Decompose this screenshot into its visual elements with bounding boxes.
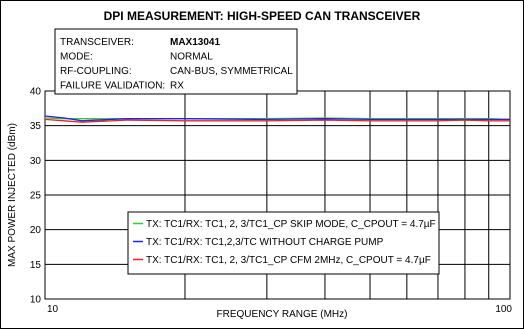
y-tick-label: 10	[30, 295, 42, 306]
x-axis-label: FREQUENCY RANGE (MHz)	[217, 309, 348, 320]
y-tick-label: 35	[30, 121, 42, 132]
x-tick-label: 10	[47, 304, 59, 315]
info-key: TRANSCEIVER:	[60, 37, 134, 48]
info-value: NORMAL	[170, 52, 213, 63]
x-tick-label: 100	[495, 304, 512, 315]
chart-title: DPI MEASUREMENT: HIGH-SPEED CAN TRANSCEI…	[104, 9, 421, 23]
info-value: RX	[170, 81, 184, 92]
legend-entry-2: TX: TC1/RX: TC1,2,3/TC WITHOUT CHARGE PU…	[146, 237, 384, 248]
x-tick-labels: 10 100	[47, 304, 512, 315]
y-tick-label: 15	[30, 260, 42, 271]
y-axis-label: MAX POWER INJECTED (dBm)	[7, 123, 18, 267]
y-tick-label: 30	[30, 156, 42, 167]
info-key: FAILURE VALIDATION:	[60, 81, 165, 92]
series-line-3	[44, 118, 510, 123]
legend-entry-1: TX: TC1/RX: TC1, 2, 3/TC1_CP SKIP MODE, …	[146, 219, 436, 230]
info-key: RF-COUPLING:	[60, 66, 132, 77]
series-line-1	[44, 117, 511, 121]
series-line-2	[44, 115, 510, 122]
info-value: CAN-BUS, SYMMETRICAL	[170, 66, 293, 77]
series-lines	[44, 115, 511, 123]
legend: TX: TC1/RX: TC1, 2, 3/TC1_CP SKIP MODE, …	[127, 211, 440, 275]
y-tick-label: 20	[30, 225, 42, 236]
info-key: MODE:	[60, 52, 93, 63]
info-value: MAX13041	[170, 37, 220, 48]
y-tick-label: 40	[30, 87, 42, 98]
y-tick-label: 25	[30, 191, 42, 202]
y-tick-labels: 10 15 20 25 30 35 40	[30, 87, 42, 306]
legend-entry-3: TX: TC1/RX: TC1, 2, 3/TC1_CP CFM 2MHz, C…	[146, 255, 431, 266]
